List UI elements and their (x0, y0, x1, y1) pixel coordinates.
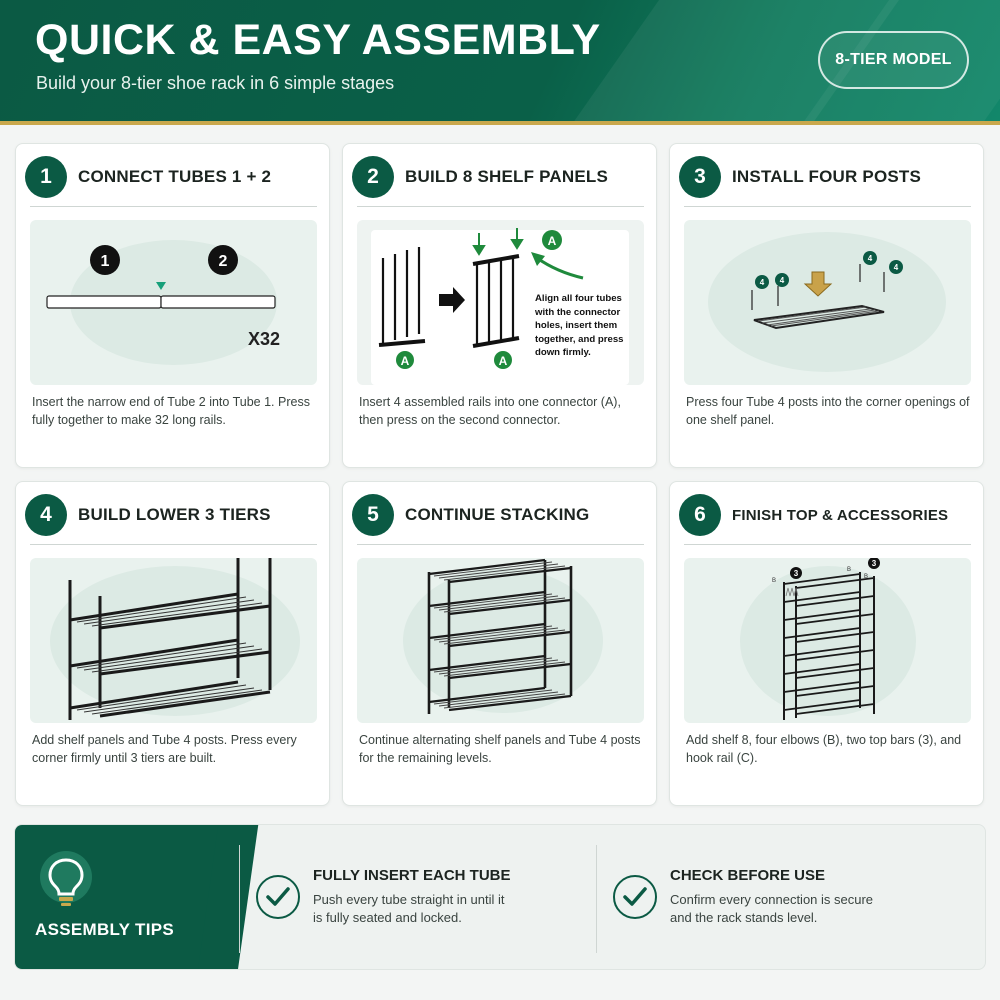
lightbulb-icon (40, 851, 92, 906)
step-illustration: A A A Alig (357, 220, 644, 385)
divider (357, 544, 644, 545)
post-label: 4 (780, 276, 785, 285)
tube-1 (46, 295, 162, 309)
connector-label: A (548, 234, 557, 248)
step-description: Insert the narrow end of Tube 2 into Tub… (32, 395, 310, 427)
post-label: 4 (894, 263, 899, 272)
page-subtitle: Build your 8-tier shoe rack in 6 simple … (36, 73, 395, 93)
step-description: Insert 4 assembled rails into one connec… (359, 395, 621, 427)
tube-label-2: 2 (219, 253, 228, 270)
step-number: 2 (352, 156, 394, 198)
header-divider (0, 121, 1000, 125)
eight-tier-rack: 3 3 B B B (772, 558, 880, 720)
model-badge: 8-TIER MODEL (818, 31, 969, 89)
connector-label: A (499, 354, 508, 368)
step-card-4: 4 BUILD LOWER 3 TIERS Add shelf panels a… (15, 481, 330, 806)
divider (684, 206, 971, 207)
three-tier-rack (68, 558, 272, 720)
page-title: QUICK & EASY ASSEMBLY (35, 16, 601, 64)
divider (684, 544, 971, 545)
divider (239, 845, 240, 953)
step-title: FINISH TOP & ACCESSORIES (732, 507, 949, 524)
tips-label-panel: ASSEMBLY TIPS (15, 825, 259, 969)
shelf-panel (753, 304, 885, 330)
tips-label: ASSEMBLY TIPS (35, 920, 174, 939)
divider (357, 206, 644, 207)
step-number: 1 (25, 156, 67, 198)
down-arrow-icon (803, 271, 833, 297)
curved-arrow-icon (531, 252, 545, 266)
assembly-tips-panel: ASSEMBLY TIPS FULLY INSERT EACH TUBE Pus… (14, 824, 986, 970)
tube-2 (160, 295, 276, 309)
top-bar-label: 3 (872, 559, 877, 568)
step-illustration: 1 2 X32 (30, 220, 317, 385)
hook-rail (785, 587, 799, 597)
insert-arrow-icon (156, 282, 166, 290)
check-icon (613, 875, 657, 919)
top-bar-label: 3 (794, 569, 799, 578)
step-description: Add shelf panels and Tube 4 posts. Press… (32, 733, 297, 765)
post-label: 4 (760, 278, 765, 287)
five-tier-rack (427, 558, 573, 714)
divider (30, 544, 317, 545)
tip-title: FULLY INSERT EACH TUBE (313, 867, 511, 884)
step-title: CONNECT TUBES 1 + 2 (78, 167, 272, 186)
step-illustration: 4 4 4 4 (684, 220, 971, 385)
step-description: Add shelf 8, four elbows (B), two top ba… (686, 733, 962, 765)
tip-title: CHECK BEFORE USE (670, 867, 826, 884)
step-illustration (357, 558, 644, 723)
divider (596, 845, 597, 953)
step-card-1: 1 CONNECT TUBES 1 + 2 1 2 X32 Insert the… (15, 143, 330, 468)
header-banner: QUICK & EASY ASSEMBLY Build your 8-tier … (0, 0, 1000, 121)
step-title: BUILD LOWER 3 TIERS (78, 505, 271, 524)
step-card-2: 2 BUILD 8 SHELF PANELS A (342, 143, 657, 468)
connector-a-marker (396, 351, 414, 369)
elbow-label: B (847, 567, 851, 573)
step-number: 5 (352, 494, 394, 536)
step-illustration (30, 558, 317, 723)
post-label: 4 (868, 254, 873, 263)
step-title: CONTINUE STACKING (405, 505, 590, 524)
step-title: BUILD 8 SHELF PANELS (405, 167, 608, 186)
connector-label: A (401, 354, 410, 368)
step-description: Press four Tube 4 posts into the corner … (686, 395, 970, 427)
check-icon (256, 875, 300, 919)
elbow-label: B (864, 574, 868, 580)
step-card-3: 3 INSTALL FOUR POSTS 4 4 4 4 (669, 143, 984, 468)
tip-text: Confirm every connection is secure and t… (670, 892, 874, 925)
tube-label-1: 1 (101, 253, 110, 270)
step-number: 6 (679, 494, 721, 536)
step-number: 4 (25, 494, 67, 536)
step-title: INSTALL FOUR POSTS (732, 167, 922, 186)
step-illustration: 3 3 B B B (684, 558, 971, 723)
step-number: 3 (679, 156, 721, 198)
divider (30, 206, 317, 207)
elbow-label: B (772, 578, 776, 584)
alignment-callout: Align all four tubes with the connector … (535, 293, 624, 358)
step-description: Continue alternating shelf panels and Tu… (359, 733, 641, 765)
step-card-6: 6 FINISH TOP & ACCESSORIES (669, 481, 984, 806)
multiplier-label: X32 (248, 329, 280, 349)
tip-text: Push every tube straight in until it is … (313, 892, 505, 925)
right-arrow-icon (439, 287, 465, 313)
step-card-5: 5 CONTINUE STACKING (342, 481, 657, 806)
